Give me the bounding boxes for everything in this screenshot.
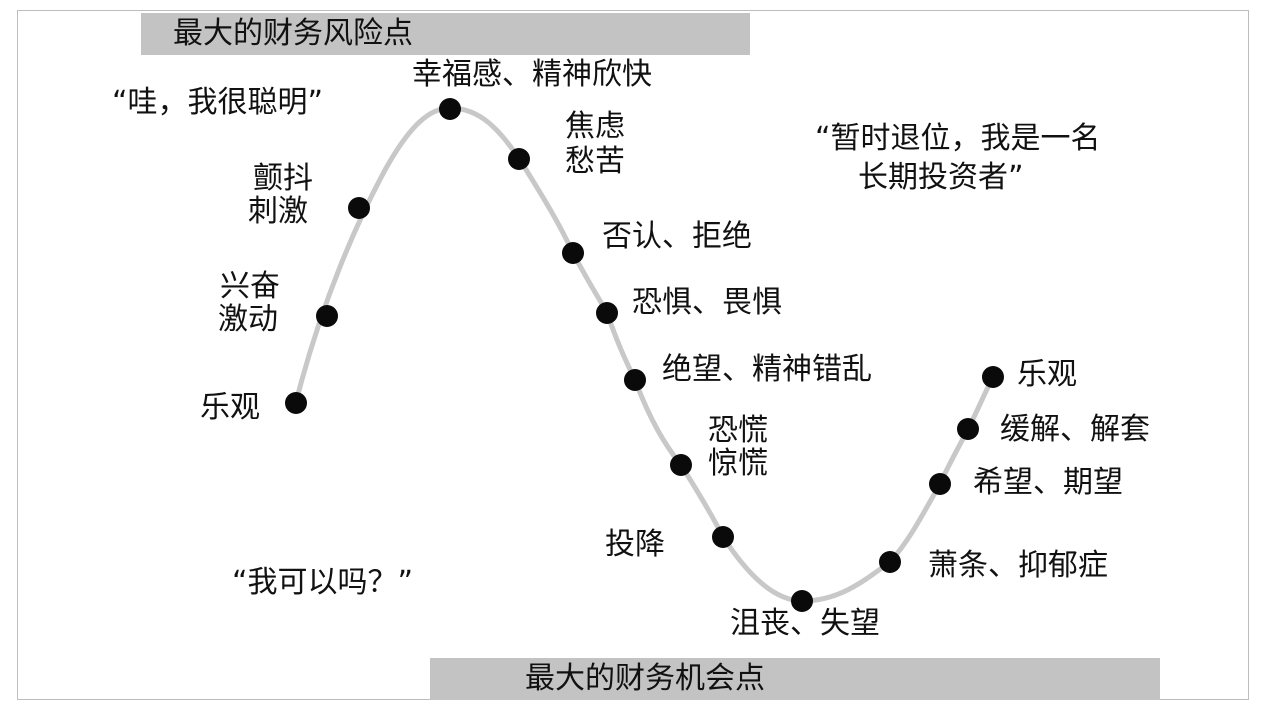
stage-dot-euphoria bbox=[439, 98, 461, 120]
label-excitement-line1: 兴奋 bbox=[220, 269, 280, 304]
label-optimism-start: 乐观 bbox=[200, 390, 260, 425]
stage-dot-desperation bbox=[624, 369, 646, 391]
label-panic-line1: 恐慌 bbox=[708, 413, 768, 448]
stage-dot-optimism-end bbox=[982, 366, 1004, 388]
stage-dot-hope bbox=[929, 473, 951, 495]
quote-temp-retreat-line1: “暂时退位，我是一名 bbox=[815, 121, 1101, 156]
stage-dot-thrill bbox=[348, 197, 370, 219]
label-anxiety-line1: 焦虑 bbox=[565, 109, 625, 144]
stage-dot-denial bbox=[562, 242, 584, 264]
label-desperation: 绝望、精神错乱 bbox=[662, 352, 872, 387]
stage-dot-anxiety bbox=[508, 148, 530, 170]
quote-can-i: “我可以吗？” bbox=[232, 565, 414, 600]
label-denial: 否认、拒绝 bbox=[602, 219, 752, 254]
label-anxiety-line2: 愁苦 bbox=[565, 144, 625, 179]
label-thrill-line1: 颤抖 bbox=[253, 161, 313, 196]
label-fear: 恐惧、畏惧 bbox=[632, 285, 782, 320]
stage-dot-despondency bbox=[791, 590, 813, 612]
stage-dot-depression bbox=[879, 551, 901, 573]
stage-dot-excitement bbox=[316, 305, 338, 327]
quote-wow: “哇，我很聪明” bbox=[112, 85, 324, 120]
label-thrill-line2: 刺激 bbox=[248, 194, 308, 229]
label-relief: 缓解、解套 bbox=[1000, 412, 1150, 447]
label-excitement-line2: 激动 bbox=[218, 302, 278, 337]
stage-dot-fear bbox=[596, 302, 618, 324]
stage-dot-relief bbox=[957, 418, 979, 440]
emotion-curve bbox=[293, 105, 996, 604]
label-capitulation: 投降 bbox=[605, 527, 665, 562]
label-panic-line2: 惊慌 bbox=[708, 446, 768, 481]
label-hope: 希望、期望 bbox=[973, 465, 1123, 500]
label-optimism-end: 乐观 bbox=[1017, 357, 1077, 392]
banner-max-risk: 最大的财务风险点 bbox=[141, 13, 750, 55]
label-despondency: 沮丧、失望 bbox=[730, 606, 880, 641]
stage-dot-optimism-start bbox=[285, 392, 307, 414]
label-euphoria: 幸福感、精神欣快 bbox=[412, 57, 652, 92]
quote-temp-retreat-line2: 长期投资者” bbox=[858, 160, 1024, 195]
banner-max-opportunity: 最大的财务机会点 bbox=[430, 658, 1160, 700]
label-depression: 萧条、抑郁症 bbox=[928, 548, 1108, 583]
stage-dot-panic bbox=[670, 454, 692, 476]
stage-dot-capitulation bbox=[712, 526, 734, 548]
